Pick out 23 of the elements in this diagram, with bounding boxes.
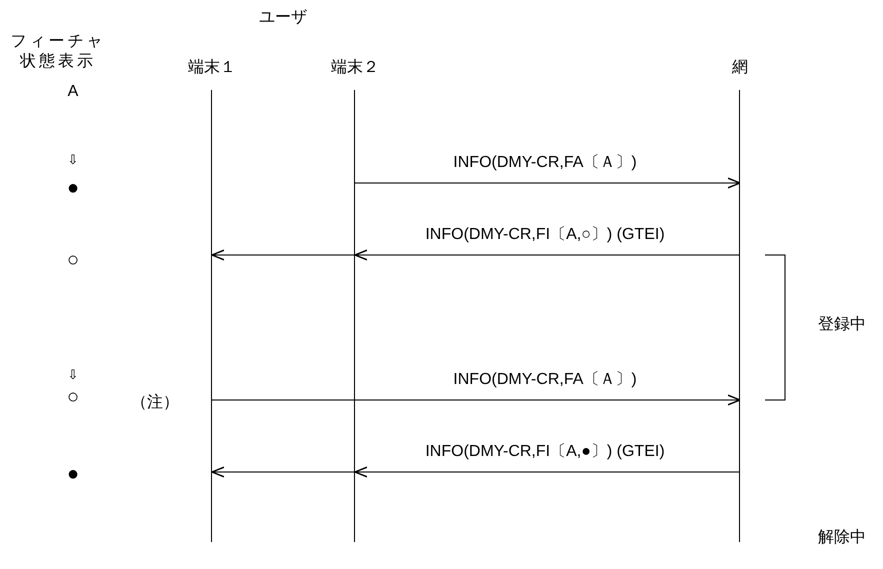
participant-label: 網 [731, 58, 749, 78]
arrow [354, 177, 741, 189]
message-label: INFO(DMY-CR,FI〔A,○〕) (GTEI) [425, 225, 665, 245]
message-label: INFO(DMY-CR,FA〔Ａ〕) [453, 153, 637, 173]
arrow [212, 394, 741, 406]
arrow [211, 249, 740, 261]
arrow [211, 466, 740, 478]
phase-label: 解除中 [818, 528, 866, 548]
participant-label: 端末２ [330, 58, 380, 78]
group-label: ユーザ [259, 8, 307, 28]
state-symbol: ● [66, 464, 80, 484]
participant-label: 端末１ [187, 58, 237, 78]
column-heading: フィーチャ状態表示 [10, 32, 106, 72]
message-label: INFO(DMY-CR,FA〔Ａ〕) [453, 370, 637, 390]
state-symbol: ○ [66, 387, 80, 407]
feature-label: A [68, 82, 78, 102]
down-arrow-symbol: ⇩ [68, 151, 78, 169]
phase-label: 登録中 [818, 315, 866, 335]
state-symbol: ○ [66, 250, 80, 270]
note-mark: （注） [131, 393, 179, 413]
down-arrow-symbol: ⇩ [68, 366, 78, 384]
message-label: INFO(DMY-CR,FI〔A,●〕) (GTEI) [425, 442, 665, 462]
state-symbol: ● [66, 178, 80, 198]
